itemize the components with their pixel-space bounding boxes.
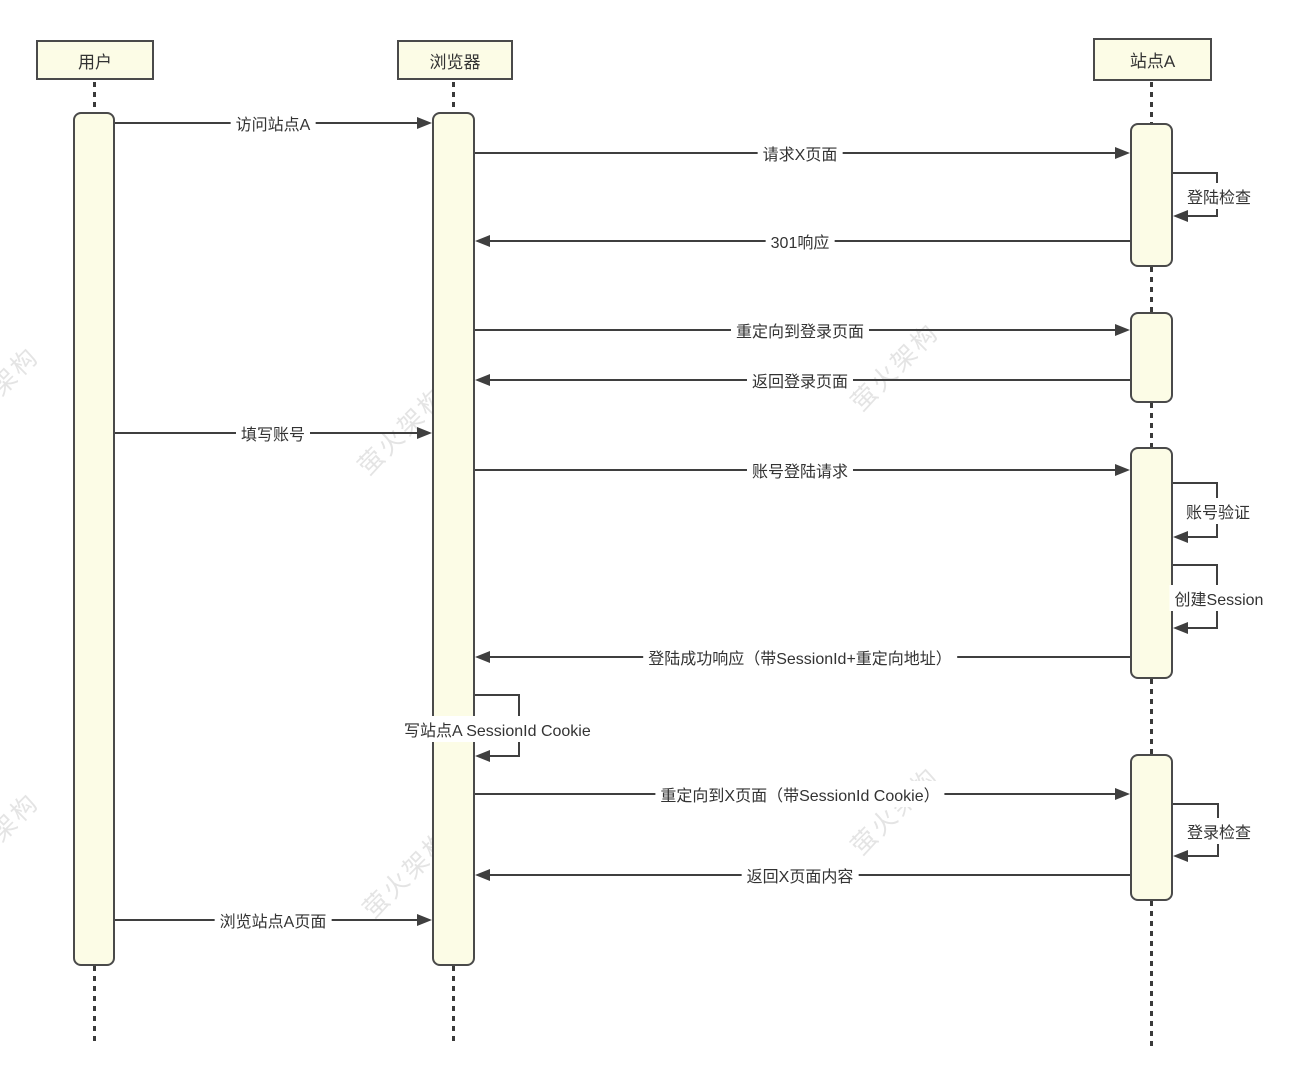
activation-bar-site-a-1 <box>1130 123 1173 267</box>
lifeline-site-a <box>1150 82 1153 123</box>
arrowhead-left-icon <box>1173 210 1188 222</box>
activation-bar-site-a-3 <box>1130 447 1173 679</box>
self-loop-top <box>1173 803 1219 805</box>
self-loop-bottom <box>1188 536 1218 538</box>
self-loop-label: 创建Session <box>1169 585 1269 611</box>
actor-box-browser: 浏览器 <box>397 40 513 80</box>
self-loop-label: 登陆检查 <box>1181 183 1257 209</box>
message-label: 返回X页面内容 <box>741 862 859 888</box>
message-label: 重定向到X页面（带SessionId Cookie） <box>655 781 945 807</box>
activation-bar-browser <box>432 112 475 966</box>
arrowhead-left-icon <box>475 235 490 247</box>
message-label: 请求X页面 <box>757 140 843 166</box>
lifeline-site-a <box>1150 403 1153 447</box>
arrowhead-right-icon <box>417 427 432 439</box>
lifeline-browser <box>452 966 455 1042</box>
watermark: 萤火架构 <box>0 787 45 887</box>
self-loop-bottom <box>1188 627 1218 629</box>
self-loop-label: 账号验证 <box>1180 498 1256 524</box>
lifeline-site-a <box>1150 679 1153 754</box>
lifeline-site-a <box>1150 901 1153 1046</box>
actor-label-browser: 浏览器 <box>429 52 481 72</box>
arrowhead-right-icon <box>1115 788 1130 800</box>
self-loop-top <box>1173 172 1218 174</box>
arrowhead-right-icon <box>1115 324 1130 336</box>
self-loop-top <box>1173 564 1218 566</box>
message-label: 重定向到登录页面 <box>730 317 870 343</box>
arrowhead-left-icon <box>475 651 490 663</box>
arrowhead-right-icon <box>1115 464 1130 476</box>
actor-box-user: 用户 <box>36 40 154 80</box>
self-loop-label: 登录检查 <box>1181 818 1257 844</box>
self-loop-bottom <box>1188 855 1219 857</box>
message-label: 账号登陆请求 <box>746 457 854 483</box>
actor-label-user: 用户 <box>78 52 112 72</box>
message-label: 填写账号 <box>235 420 311 446</box>
actor-label-site-a: 站点A <box>1129 52 1176 71</box>
activation-bar-site-a-4 <box>1130 754 1173 901</box>
arrowhead-left-icon <box>1173 622 1188 634</box>
arrowhead-left-icon <box>1173 531 1188 543</box>
lifeline-user <box>93 82 96 112</box>
lifeline-site-a <box>1150 267 1153 312</box>
self-loop-top <box>1173 482 1218 484</box>
message-label: 301响应 <box>765 228 835 254</box>
self-loop-bottom <box>1188 215 1218 217</box>
arrowhead-left-icon <box>475 750 490 762</box>
message-label: 浏览站点A页面 <box>214 907 332 933</box>
arrowhead-right-icon <box>417 117 432 129</box>
self-loop-label: 写站点A SessionId Cookie <box>399 716 596 742</box>
message-label: 访问站点A <box>230 110 316 136</box>
watermark: 萤火架构 <box>0 341 45 441</box>
activation-bar-site-a-2 <box>1130 312 1173 403</box>
message-label: 返回登录页面 <box>746 367 854 393</box>
message-label: 登陆成功响应（带SessionId+重定向地址） <box>643 644 957 670</box>
lifeline-browser <box>452 82 455 112</box>
self-loop-bottom <box>490 755 520 757</box>
lifeline-user <box>93 966 96 1042</box>
arrowhead-right-icon <box>1115 147 1130 159</box>
arrowhead-right-icon <box>417 914 432 926</box>
arrowhead-left-icon <box>475 374 490 386</box>
watermark: 萤火架构 <box>845 761 945 861</box>
actor-box-site-a: 站点A <box>1093 38 1212 81</box>
arrowhead-left-icon <box>475 869 490 881</box>
self-loop-top <box>475 694 520 696</box>
arrowhead-left-icon <box>1173 850 1188 862</box>
activation-bar-user <box>73 112 115 966</box>
